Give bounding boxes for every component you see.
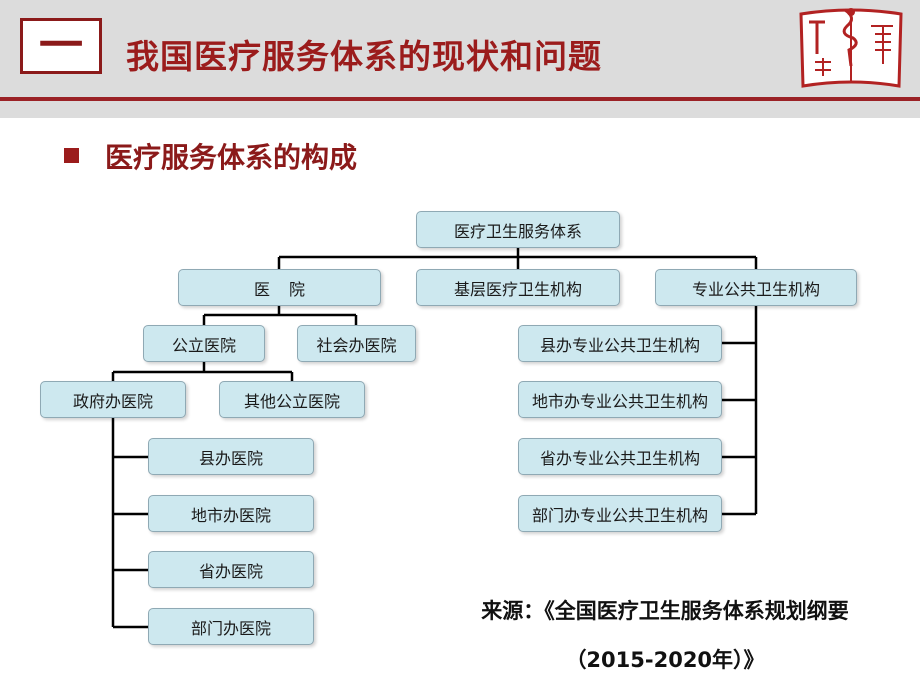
node-province-public-health: 省办专业公共卫生机构 — [518, 438, 722, 475]
source-line-2: （2015-2020年）》 — [565, 648, 765, 672]
node-other-public-hospital: 其他公立医院 — [219, 381, 365, 418]
node-department-public-health: 部门办专业公共卫生机构 — [518, 495, 722, 532]
source-line-1: 来源：《全国医疗卫生服务体系规划纲要 — [481, 599, 849, 623]
node-gov-hospital: 政府办医院 — [40, 381, 186, 418]
node-hospital: 医 院 — [178, 269, 381, 306]
node-root: 医疗卫生服务体系 — [416, 211, 620, 248]
section-title: 医疗服务体系的构成 — [105, 141, 358, 174]
node-county-public-health: 县办专业公共卫生机构 — [518, 325, 722, 362]
node-primary-care: 基层医疗卫生机构 — [416, 269, 620, 306]
node-city-hospital: 地市办医院 — [148, 495, 314, 532]
logo-icon — [799, 8, 903, 88]
page-title: 我国医疗服务体系的现状和问题 — [126, 37, 602, 76]
node-city-public-health: 地市办专业公共卫生机构 — [518, 381, 722, 418]
node-social-hospital: 社会办医院 — [297, 325, 416, 362]
section-number-box: 一 — [20, 18, 102, 74]
node-department-hospital: 部门办医院 — [148, 608, 314, 645]
section-bullet-icon — [64, 148, 79, 163]
node-public-hospital: 公立医院 — [143, 325, 265, 362]
node-province-hospital: 省办医院 — [148, 551, 314, 588]
node-public-health: 专业公共卫生机构 — [655, 269, 857, 306]
node-county-hospital: 县办医院 — [148, 438, 314, 475]
header-divider — [0, 97, 920, 101]
